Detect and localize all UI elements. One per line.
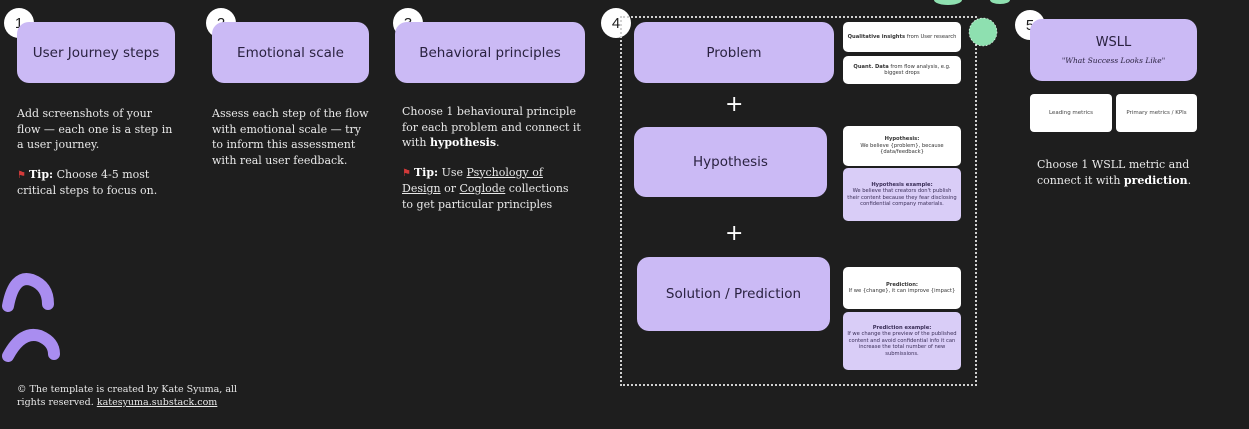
step-3-bold: hypothesis [429,136,497,149]
leading-metrics-box[interactable]: Leading metrics [1030,94,1112,132]
wsll-subtitle: "What Success Looks Like" [1061,56,1166,65]
period: . [1187,173,1192,187]
primary-metrics-box[interactable]: Primary metrics / KPIs [1116,94,1197,132]
wsll-card[interactable]: WSLL "What Success Looks Like" [1030,19,1197,81]
plus-icon: + [725,92,744,117]
step-4-badge: 4 [601,8,631,38]
step-1-tip: ⚑Tip: Choose 4-5 most critical steps to … [17,167,177,199]
hypothesis-example-note[interactable]: Hypothesis example: We believe that crea… [843,168,961,221]
behavioral-principles-card[interactable]: Behavioral principles [395,22,585,83]
solution-prediction-card[interactable]: Solution / Prediction [637,257,830,331]
tip-label: Tip: [28,167,54,181]
step-3-description: Choose 1 behavioural principle for each … [402,104,582,212]
step-1-description: Add screenshots of your flow — each one … [17,106,177,199]
wsll-title: WSLL [1095,35,1132,50]
period: . [496,136,500,149]
emotional-scale-card[interactable]: Emotional scale [212,22,369,83]
step-5-bold: prediction [1123,173,1188,187]
hypothesis-template-note[interactable]: Hypothesis: We believe {problem}, becaus… [843,126,961,166]
prediction-example-note[interactable]: Prediction example: If we change the pre… [843,312,961,370]
footer: © The template is created by Kate Syuma,… [17,383,247,409]
psychology-of-design-link[interactable]: Psychology of Design [402,165,543,196]
hypothesis-frame [620,16,977,386]
tip-or: or [444,182,457,195]
note-text: from flow analysis, e.g. biggest drops [884,63,951,77]
problem-card[interactable]: Problem [634,22,834,83]
step-5-description: Choose 1 WSLL metric and connect it with… [1037,157,1207,188]
purple-arc-decoration [2,273,60,362]
user-journey-card[interactable]: User Journey steps [17,22,175,83]
tip-use: Use [441,165,464,179]
note-text: We believe {problem}, because {data/feed… [860,142,944,156]
tip-label: Tip: [413,165,439,179]
prediction-template-note[interactable]: Prediction: If we {change}, it can impro… [843,267,961,309]
step-3-text: Choose 1 behavioural principle for each … [402,105,581,149]
note-title: Hypothesis example: [871,181,933,188]
note-title: Hypothesis: [884,136,920,143]
plus-icon: + [725,221,744,246]
hypothesis-card[interactable]: Hypothesis [634,127,827,197]
step-3-tip: ⚑Tip: Use Psychology of Design or Coglod… [402,165,582,213]
tip-end: collections to get particular principles [402,182,569,211]
note-title: Prediction example: [872,324,932,331]
green-blob-decoration [934,0,1010,47]
note-text: from User research [906,33,957,40]
tip-text: Choose 4-5 most critical steps to focus … [17,167,158,198]
note-text: If we change the preview of the publishe… [847,331,957,357]
step-1-text: Add screenshots of your flow — each one … [17,107,173,151]
qualitative-insights-note[interactable]: Qualitative insights from User research [843,22,961,52]
copyright-text: © The template is created by Kate Syuma,… [17,384,238,408]
substack-link[interactable]: katesyuma.substack.com [96,397,218,408]
coglode-link[interactable]: Coglode [459,182,506,195]
quant-data-note[interactable]: Quant. Data from flow analysis, e.g. big… [843,56,961,84]
note-text: If we {change}, it can improve {impact} [848,288,956,294]
flag-icon: ⚑ [17,169,26,181]
step-2-description: Assess each step of the flow with emotio… [212,107,369,167]
flag-icon: ⚑ [402,167,411,179]
note-bold: Qualitative insights [847,33,906,40]
note-bold: Quant. Data [853,63,889,70]
step-5-text: Choose 1 WSLL metric and connect it with [1037,158,1190,187]
note-text: We believe that creators don't publish t… [847,188,957,207]
note-title: Prediction: [885,281,919,288]
